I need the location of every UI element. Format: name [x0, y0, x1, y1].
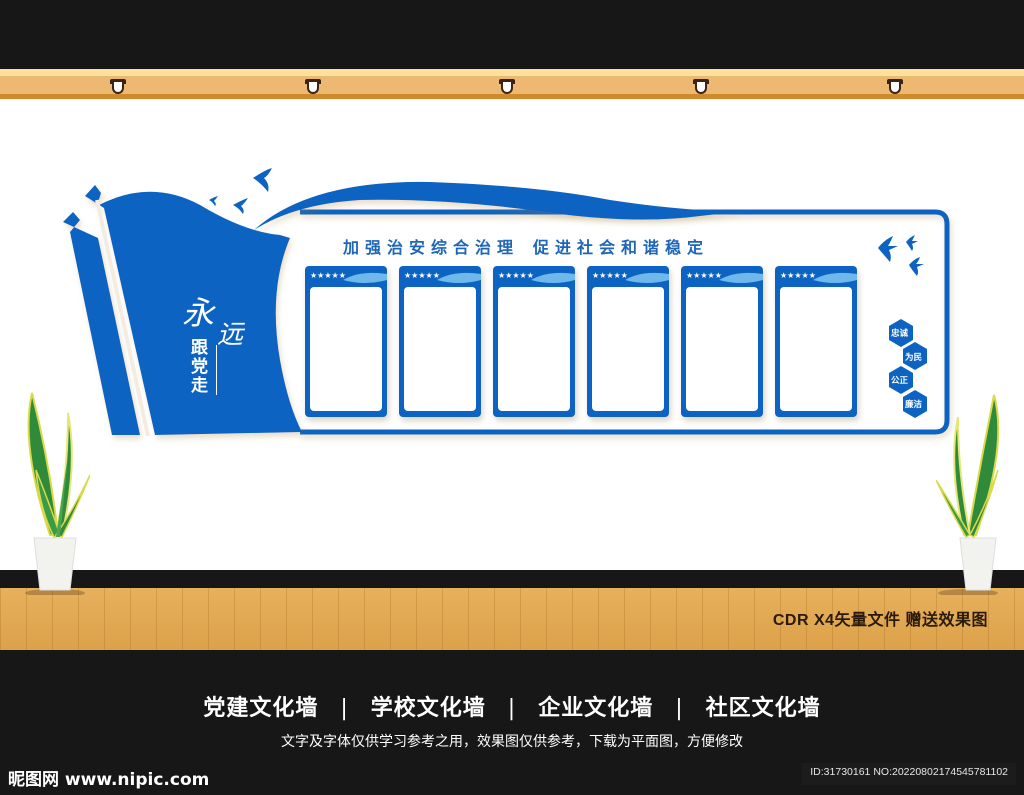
panel-header-wave: ★★★★★	[498, 271, 575, 283]
separator: |	[340, 696, 349, 721]
svg-text:★★★★★: ★★★★★	[404, 271, 440, 280]
value-label: 公正	[891, 376, 909, 386]
ceiling-lamp-icon	[110, 79, 126, 95]
svg-text:★★★★★: ★★★★★	[686, 271, 722, 280]
svg-text:★★★★★: ★★★★★	[498, 271, 534, 280]
category-item: 学校文化墙	[370, 696, 486, 721]
display-panel: ★★★★★	[399, 266, 481, 417]
calligraphy-char: 远	[217, 320, 244, 350]
panel-content-area	[686, 287, 758, 411]
site-watermark: 昵图网 www.nipic.com	[8, 770, 210, 790]
panel-content-area	[498, 287, 570, 411]
ceiling-lamp-icon	[499, 79, 515, 95]
slogan-divider	[216, 345, 217, 395]
panel-header-wave: ★★★★★	[404, 271, 481, 283]
ceiling-lamp-icon	[305, 79, 321, 95]
category-item: 企业文化墙	[538, 696, 654, 721]
value-label: 忠诚	[891, 329, 909, 339]
panel-content-area	[780, 287, 852, 411]
ceiling-lamp-icon	[693, 79, 709, 95]
category-item: 社区文化墙	[705, 696, 821, 721]
ceiling-lamp-icon	[887, 79, 903, 95]
panel-header-wave: ★★★★★	[310, 271, 387, 283]
separator: |	[507, 696, 517, 721]
category-list: 党建文化墙 | 学校文化墙 | 企业文化墙 | 社区文化墙	[0, 690, 1024, 722]
slogan-char: 跟	[191, 338, 208, 358]
panel-content-area	[310, 287, 382, 411]
calligraphy-char: 永	[182, 294, 215, 332]
display-panel: ★★★★★	[775, 266, 857, 417]
floor-caption: CDR X4矢量文件 赠送效果图	[772, 612, 988, 629]
category-item: 党建文化墙	[203, 696, 319, 721]
display-panel: ★★★★★	[587, 266, 669, 417]
potted-plant-left	[25, 392, 90, 595]
svg-text:★★★★★: ★★★★★	[780, 271, 816, 280]
banner-title: 加强治安综合治理促进社会和谐稳定	[343, 234, 709, 258]
svg-text:★★★★★: ★★★★★	[592, 271, 628, 280]
value-label: 为民	[905, 353, 923, 363]
separator: |	[675, 696, 684, 721]
panel-content-area	[592, 287, 664, 411]
panel-header-wave: ★★★★★	[592, 271, 669, 283]
panel-content-area	[404, 287, 476, 411]
wooden-floor	[0, 588, 1024, 650]
potted-plant-right	[936, 394, 1000, 595]
display-panel: ★★★★★	[493, 266, 575, 417]
display-panel: ★★★★★	[305, 266, 387, 417]
panel-header-wave: ★★★★★	[780, 271, 857, 283]
svg-text:★★★★★: ★★★★★	[310, 271, 346, 280]
value-label: 廉洁	[905, 400, 923, 410]
baseboard	[0, 570, 1024, 588]
slogan-char: 走	[191, 376, 208, 396]
banner-title-part2: 促进社会和谐稳定	[533, 238, 710, 257]
top-dark-band	[0, 0, 1024, 69]
panel-header-wave: ★★★★★	[686, 271, 763, 283]
banner-title-part1: 加强治安综合治理	[343, 238, 520, 257]
slogan-char: 党	[191, 357, 208, 377]
image-id-badge: ID:31730161 NO:20220802174545781102	[802, 763, 1016, 785]
disclaimer-text: 文字及字体仅供学习参考之用，效果图仅供参考，下载为平面图，方便修改	[281, 734, 743, 750]
display-panel: ★★★★★	[681, 266, 763, 417]
